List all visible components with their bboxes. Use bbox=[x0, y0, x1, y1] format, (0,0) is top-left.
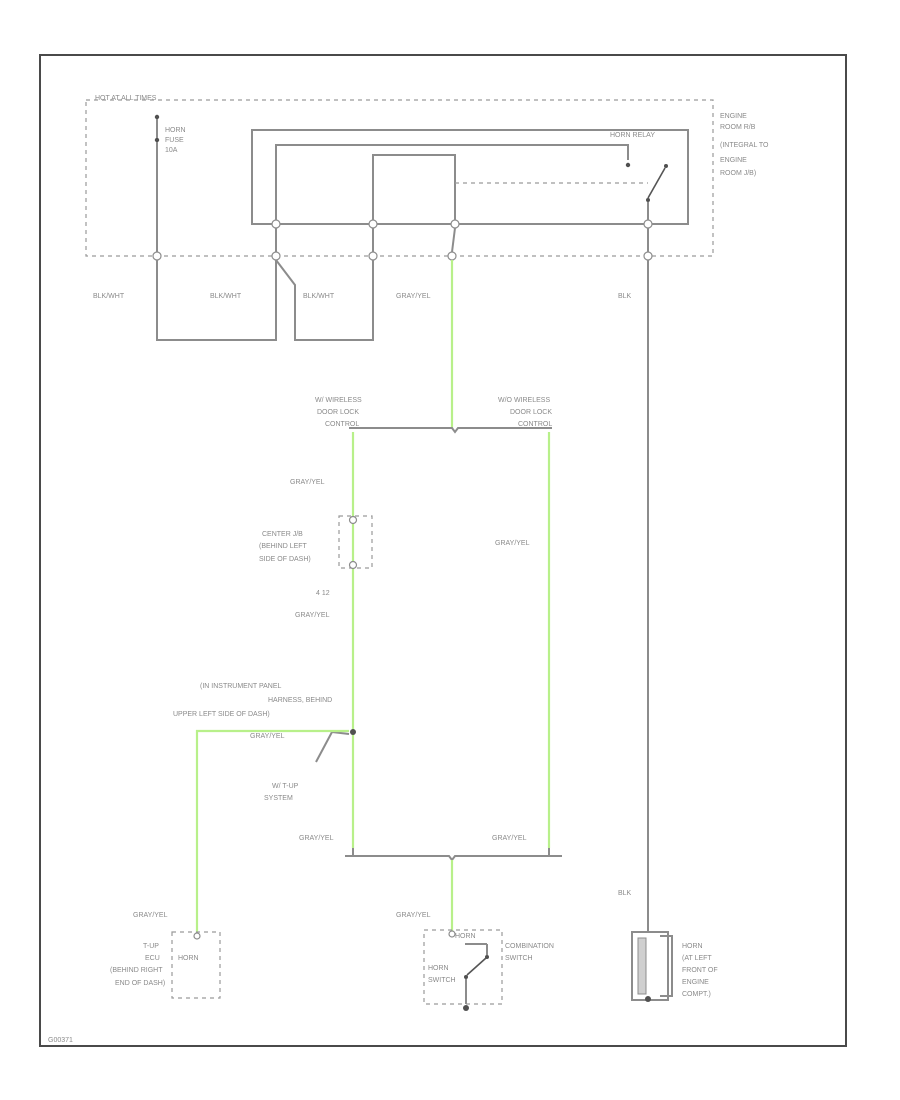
wire-label-gry-yel-wo-2: GRAY/YEL bbox=[492, 835, 527, 842]
branch-bar bbox=[349, 427, 552, 434]
figure-id: G00371 bbox=[48, 1037, 73, 1044]
branch-with-3: CONTROL bbox=[325, 421, 359, 428]
horn-label-1: HORN bbox=[682, 943, 703, 950]
branch-with-1: W/ WIRELESS bbox=[315, 397, 362, 404]
instrument-harness-2: HARNESS, BEHIND bbox=[268, 697, 332, 704]
horn-component bbox=[631, 931, 673, 1002]
wire-label-blk-horn: BLK bbox=[618, 890, 632, 897]
hot-at-all-times-label: HOT AT ALL TIMES bbox=[95, 95, 157, 102]
wire-label-gry-yel-combo: GRAY/YEL bbox=[396, 912, 431, 919]
relay-coil-path bbox=[372, 154, 456, 224]
branch-without-1: W/O WIRELESS bbox=[498, 397, 550, 404]
engine-jb-label-3: (INTEGRAL TO bbox=[720, 142, 769, 149]
wire-label-gry-yel-splice: GRAY/YEL bbox=[250, 733, 285, 740]
wire-blkwht-cross bbox=[275, 259, 374, 341]
wire-label-gry-yel-wo: GRAY/YEL bbox=[495, 540, 530, 547]
center-jb-label-3: SIDE OF DASH) bbox=[259, 556, 311, 563]
engine-jb-label-1: ENGINE bbox=[720, 113, 747, 120]
horn-switch-1: HORN bbox=[428, 965, 449, 972]
tup-ecu-2: ECU bbox=[145, 955, 160, 962]
tup-system-bracket bbox=[315, 730, 350, 763]
wire-fuse-down bbox=[156, 142, 277, 341]
horn-label-3: FRONT OF bbox=[682, 967, 718, 974]
wire-label-gry-yel-top: GRAY/YEL bbox=[396, 293, 431, 300]
branch-without-2: DOOR LOCK bbox=[510, 409, 552, 416]
diagram-frame bbox=[39, 54, 847, 1047]
center-jb-box bbox=[338, 515, 373, 569]
wire-label-gry-yel-w-3: GRAY/YEL bbox=[299, 835, 334, 842]
relay-inner-loop bbox=[275, 144, 629, 224]
splice-point bbox=[350, 729, 356, 735]
engine-jb-label-5: ROOM J/B) bbox=[720, 170, 756, 177]
horn-label-4: ENGINE bbox=[682, 979, 709, 986]
engine-jb-label-4: ENGINE bbox=[720, 157, 747, 164]
tup-ecu-pin: HORN bbox=[178, 955, 199, 962]
tup-ecu-box bbox=[171, 931, 221, 999]
horn-fuse bbox=[154, 114, 160, 143]
wire-label-blk-wht-3: BLK/WHT bbox=[303, 293, 335, 300]
horn-switch-contact bbox=[466, 957, 487, 976]
center-jb-label-1: CENTER J/B bbox=[262, 531, 303, 538]
wire-label-blk-wht-2: BLK/WHT bbox=[210, 293, 242, 300]
combo-ground bbox=[463, 1005, 469, 1011]
engine-jb-label-2: ROOM R/B bbox=[720, 124, 756, 131]
tup-system-2: SYSTEM bbox=[264, 795, 293, 802]
combo-switch-2: SWITCH bbox=[505, 955, 533, 962]
combo-switch-box bbox=[423, 929, 503, 1005]
horn-fuse-label-3: 10A bbox=[165, 147, 178, 154]
horn-relay-label: HORN RELAY bbox=[610, 132, 655, 139]
wire-label-blk-wht-1: BLK/WHT bbox=[93, 293, 125, 300]
wire-label-gry-yel-w-2: GRAY/YEL bbox=[295, 612, 330, 619]
wire-to-tup-ecu bbox=[195, 729, 349, 934]
horn-fuse-label-2: FUSE bbox=[165, 137, 184, 144]
tup-system-1: W/ T-UP bbox=[272, 783, 299, 790]
tup-ecu-4: END OF DASH) bbox=[115, 980, 165, 987]
relay-contact bbox=[647, 167, 666, 199]
branch-with-2: DOOR LOCK bbox=[317, 409, 359, 416]
relay-block-outline bbox=[251, 129, 689, 225]
jb-connectors bbox=[152, 251, 653, 261]
combo-switch-pin: HORN bbox=[455, 933, 476, 940]
center-jb-label-2: (BEHIND LEFT bbox=[259, 543, 308, 550]
branch-without-3: CONTROL bbox=[518, 421, 552, 428]
merge-bar bbox=[345, 855, 562, 862]
horn-label-5: COMPT.) bbox=[682, 991, 711, 998]
horn-switch-2: SWITCH bbox=[428, 977, 456, 984]
instrument-harness-3: UPPER LEFT SIDE OF DASH) bbox=[173, 711, 270, 718]
horn-label-2: (AT LEFT bbox=[682, 955, 712, 962]
wire-label-gry-yel-tup: GRAY/YEL bbox=[133, 912, 168, 919]
engine-room-rb-boundary bbox=[85, 99, 714, 257]
center-jb-pin: 4 12 bbox=[316, 590, 330, 597]
wire-label-gry-yel-w-1: GRAY/YEL bbox=[290, 479, 325, 486]
instrument-harness-1: (IN INSTRUMENT PANEL bbox=[200, 683, 282, 690]
horn-fuse-label-1: HORN bbox=[165, 127, 186, 134]
combo-switch-1: COMBINATION bbox=[505, 943, 554, 950]
tup-ecu-1: T-UP bbox=[143, 943, 159, 950]
tup-ecu-3: (BEHIND RIGHT bbox=[110, 967, 163, 974]
wire-label-blk-top: BLK bbox=[618, 293, 632, 300]
